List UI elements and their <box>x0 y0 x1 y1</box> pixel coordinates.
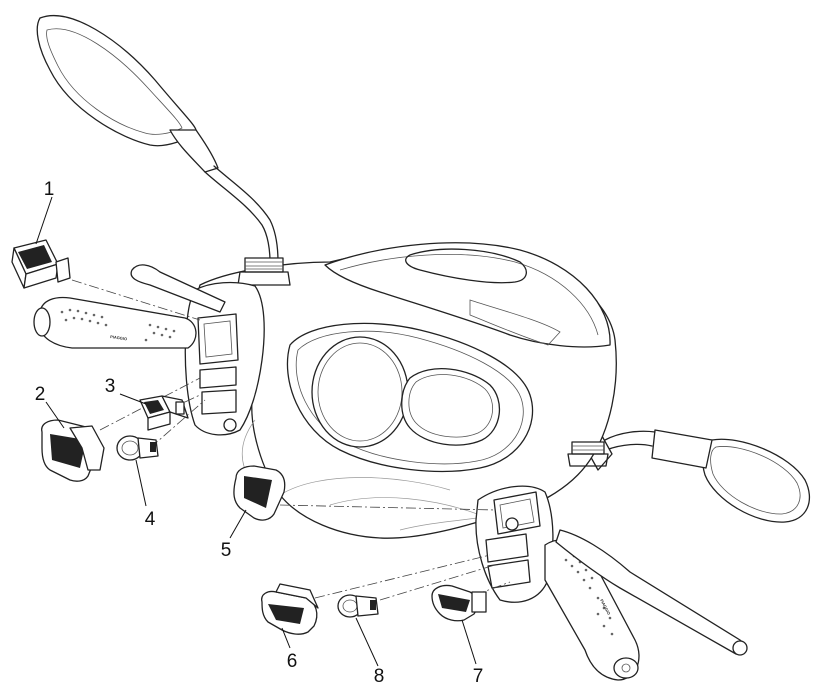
callout-2: 2 <box>35 384 46 405</box>
left-grip-brand-text: PIAGGIO <box>110 334 128 341</box>
right-mirror <box>587 429 811 523</box>
part-8-round-button <box>337 594 379 618</box>
part-5-rocker <box>233 465 286 521</box>
callout-4: 4 <box>145 509 156 530</box>
callout-7: 7 <box>473 666 484 683</box>
part-7-switch <box>431 584 487 622</box>
right-brake-lever <box>555 529 748 656</box>
callout-6: 6 <box>287 651 298 672</box>
part-6-bezel <box>261 583 319 635</box>
callout-5: 5 <box>221 540 232 561</box>
part-3-switch <box>139 395 189 431</box>
leader-lines <box>35 196 477 667</box>
part-2-bezel <box>41 419 105 482</box>
callout-1: 1 <box>44 179 55 200</box>
right-grip-dots <box>564 554 614 636</box>
part-1-switch <box>11 239 71 289</box>
left-brake-lever <box>130 264 226 313</box>
callout-3: 3 <box>105 376 116 397</box>
callout-8: 8 <box>374 666 385 683</box>
left-grip-dots <box>60 308 176 342</box>
left-mirror-stem <box>237 257 291 286</box>
callout-labels: 1 2 3 4 5 6 7 8 <box>35 179 484 683</box>
part-4-round-button <box>116 435 159 461</box>
right-mirror-stem <box>567 441 609 467</box>
headset-cover <box>198 242 617 539</box>
right-switch-housing <box>475 485 554 603</box>
left-mirror <box>36 14 279 263</box>
left-grip: PIAGGIO <box>33 296 197 349</box>
left-switch-housing <box>184 281 265 436</box>
